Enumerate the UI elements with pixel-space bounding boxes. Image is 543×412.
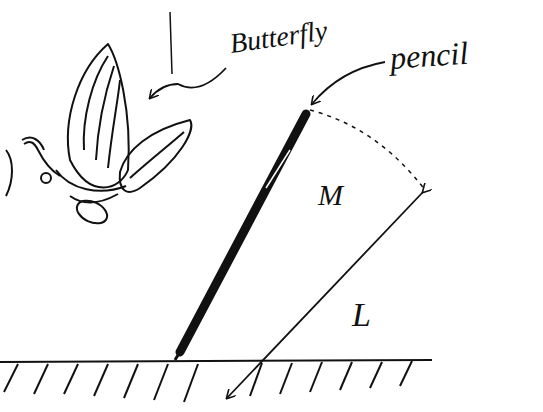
stroke-mark bbox=[170, 12, 172, 74]
text-label: Butterfly bbox=[228, 16, 329, 57]
leader-line bbox=[312, 62, 385, 104]
butterfly-drawing bbox=[6, 44, 191, 228]
leader-line bbox=[150, 68, 226, 98]
pencil-drawing bbox=[175, 114, 306, 360]
swing-arc bbox=[310, 110, 425, 190]
text-label: L bbox=[352, 298, 371, 332]
length-dimension bbox=[227, 192, 423, 398]
ground bbox=[0, 360, 432, 402]
text-label: pencil bbox=[389, 37, 469, 74]
text-label: M bbox=[318, 180, 343, 210]
